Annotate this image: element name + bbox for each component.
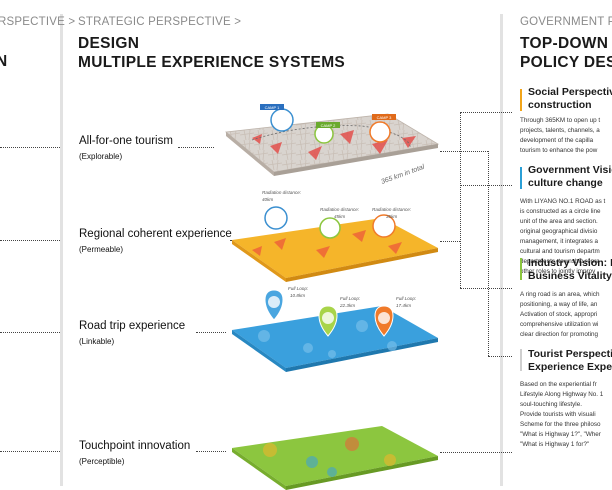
camp-label-1: CAMP 1 [265,105,281,110]
card-2-body-5: management, it integrates a [520,238,599,245]
row-label-touchpoint: Touchpoint innovation [79,440,191,452]
card-4-body-3: soul-touching lifestyle. [520,401,582,408]
layer-map: CAMP 1 CAMP 2 CAMP 3 365 km in total [225,104,440,186]
map-caption: 365 km in total [380,164,426,186]
card-3-body-3: Activation of stock, appropri [520,311,598,318]
right-connector-2 [440,241,460,242]
radiation-label-1: Radiation distance: [262,190,302,195]
loop-label-1: Full Loop: [288,286,309,291]
layer-orange: Radiation distance: 40km Radiation dista… [232,190,438,282]
radiation-label-2: Radiation distance: [320,207,360,212]
card-1-title-line-2: construction [528,99,592,111]
loop-label-3: Full Loop: [396,296,417,301]
radiation-value-2: 45km [334,214,345,219]
row-label-all-for-one: All-for-one tourism [79,135,173,147]
card-1-title-line-1: Social Perspectiv [528,86,612,98]
card-2-body-6: cultural and tourism departm [520,248,600,255]
right-connector-7 [440,452,512,453]
row-sub-touchpoint: (Perceptible) [79,457,125,466]
card-3-title-line-1: Industry Vision: P [528,257,612,269]
middle-column-title-line-2: MULTIPLE EXPERIENCE SYSTEMS [78,54,346,71]
experience-layers-diagram: CAMP 1 CAMP 2 CAMP 3 365 km in total Rad… [225,104,440,490]
card-4-body-6: "What is Highway 1?", "Wher [520,431,601,438]
mid-leader-3 [196,332,226,333]
card-3-body-4: comprehensive utilization wi [520,321,599,328]
card-4-body-4: Provide tourists with visuali [520,411,596,418]
card-2-body-7: departments, township repre [520,258,600,265]
card-1-body-3: development of the capilla [520,137,594,144]
card-4-title-line-2: Experience Expec [528,361,612,373]
card-3-body-5: clear direction for promoting [520,331,599,338]
card-2-body-3: unit of the area and section. [520,218,598,225]
right-connector-3 [460,112,512,113]
row-sub-all-for-one: (Explorable) [79,152,123,161]
card-2-body-1: With LIYANG NO.1 ROAD as t [520,198,606,205]
right-connector-6 [488,356,512,357]
radiation-label-3: Radiation distance: [372,207,412,212]
card-4-title-line-1: Tourist Perspectiv [528,348,612,360]
layer-blue: Full Loop: 10.8km Full Loop: 22.3km Full… [232,286,438,372]
card-2-title-line-1: Government Visio [528,164,612,176]
card-1-body-2: projects, talents, channels, a [520,127,600,134]
card-3-title-line-2: Business Vitality [528,270,612,282]
right-column-title-line-2: POLICY DESI [520,54,612,71]
loop-value-1: 10.8km [290,293,305,298]
middle-column-kicker: STRATEGIC PERSPECTIVE > [78,16,242,28]
card-4-body-5: Scheme for the three philoso [520,421,601,428]
card-3-body-2: positioning, a way of life, an [520,301,598,308]
row-sub-road-trip: (Linkable) [79,337,115,346]
row-sub-regional: (Permeable) [79,245,124,254]
row-label-road-trip: Road trip experience [79,320,186,332]
loop-value-2: 22.3km [339,303,355,308]
card-4-body-1: Based on the experiential fr [520,381,597,388]
card-2-body-2: is constructed as a circle line [520,208,601,215]
mid-leader-1 [178,147,214,148]
card-4-accent [520,349,522,371]
middle-column-title-line-1: DESIGN [78,35,140,52]
card-4-body-7: "What is Highway 1 for?" [520,441,590,448]
left-leader-2 [0,240,60,241]
card-1-accent [520,89,522,111]
card-1-body-1: Through 365KM to open up t [520,117,601,124]
layer-green [232,426,438,490]
card-3-body-1: A ring road is an area, which [520,291,600,298]
loop-value-3: 17.4km [396,303,411,308]
right-connector-4 [460,185,512,186]
card-3-accent [520,258,522,280]
right-column-kicker: GOVERNMENT PE [520,16,612,28]
card-2-title-line-2: culture change [528,177,603,189]
radiation-value-3: 35km [386,214,397,219]
card-1-body-4: tourism to enhance the pow [520,147,598,154]
camp-label-2: CAMP 2 [321,123,337,128]
card-2-accent [520,167,522,189]
right-connector-1 [440,151,488,152]
left-column-kicker: RSPECTIVE > [0,16,76,28]
radiation-value-1: 40km [262,197,273,202]
right-connector-v2 [488,151,489,356]
card-2-body-8: other roles to jointly improv [520,268,596,275]
right-connector-v1 [460,112,461,288]
left-leader-1 [0,147,60,148]
right-connector-5 [460,288,512,289]
loop-label-2: Full Loop: [340,296,361,301]
left-leader-3 [0,332,60,333]
right-divider [500,14,503,486]
right-column-title-line-1: TOP-DOWN [520,35,609,52]
left-column-title: N [0,53,8,70]
card-4-body-2: Lifestyle Along Highway No. 1 [520,391,604,398]
left-divider [60,14,63,486]
card-2-body-4: original geographical divisio [520,228,598,235]
left-leader-4 [0,451,60,452]
mid-leader-4 [196,451,226,452]
camp-label-3: CAMP 3 [377,115,393,120]
row-label-regional: Regional coherent experience [79,228,232,240]
